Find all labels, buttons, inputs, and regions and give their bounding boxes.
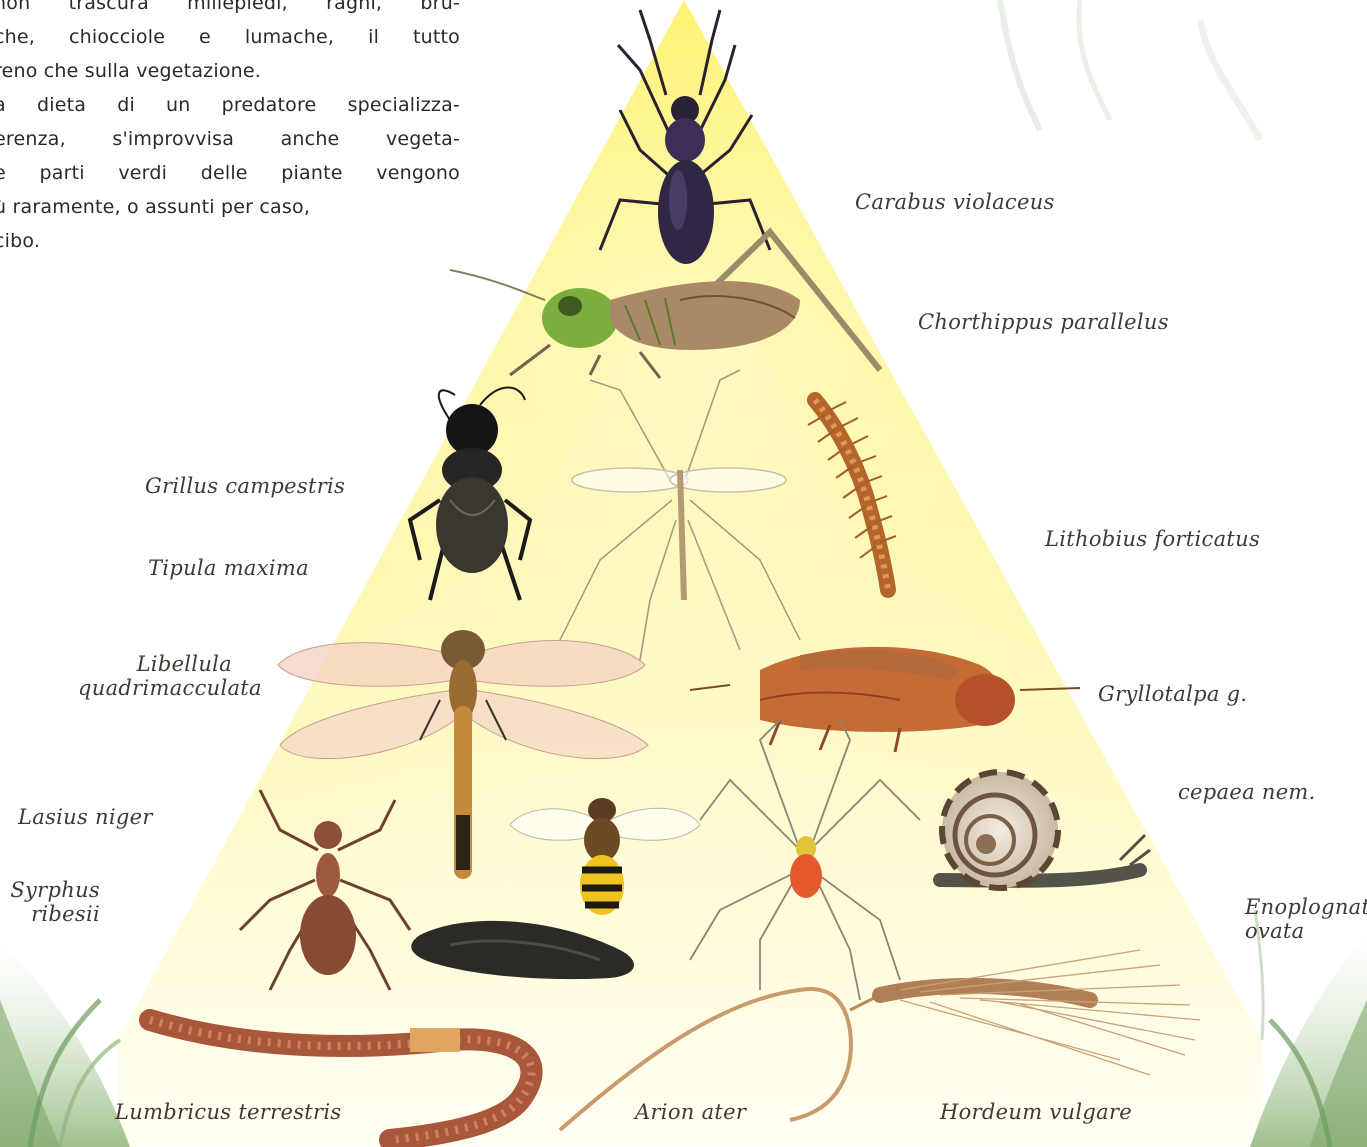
label-lithobius-forticatus: Lithobius forticatus	[1045, 527, 1260, 551]
intro-line: reno che sulla vegetazione.	[0, 54, 460, 88]
intro-paragraph: non trascura millepiedi, ragni, bru- che…	[0, 0, 460, 258]
label-enoplognata-ovata: Enoplognata ovata	[1245, 895, 1367, 943]
label-libellula-quadrimacculata: Libellula quadrimacculata	[78, 652, 232, 700]
label-syrphus-line-1: Syrphus	[8, 878, 100, 902]
label-enoplognata-line-2: ovata	[1245, 919, 1367, 943]
intro-line: erenza, s'improvvisa anche vegeta-	[0, 122, 460, 156]
intro-line: che, chiocciole e lumache, il tutto	[0, 20, 460, 54]
intro-line: e parti verdi delle piante vengono	[0, 156, 460, 190]
label-grillus-campestris: Grillus campestris	[145, 474, 345, 498]
label-cepaea-nemoralis: cepaea nem.	[1178, 780, 1316, 804]
intro-line: ù raramente, o assunti per caso,	[0, 190, 460, 224]
grass-bottom-right	[1250, 910, 1367, 1147]
label-syrphus-ribesii: Syrphus ribesii	[8, 878, 100, 926]
label-lasius-niger: Lasius niger	[18, 805, 153, 829]
label-arion-ater: Arion ater	[635, 1100, 746, 1124]
label-hordeum-vulgare: Hordeum vulgare	[940, 1100, 1132, 1124]
intro-line: cibo.	[0, 224, 460, 258]
label-libellula-line-2: quadrimacculata	[78, 676, 232, 700]
label-carabus-violaceus: Carabus violaceus	[855, 190, 1055, 214]
background-grass-top	[1000, 0, 1260, 140]
intro-line: a dieta di un predatore specializza-	[0, 88, 460, 122]
label-chorthippus-parallelus: Chorthippus parallelus	[918, 310, 1169, 334]
label-lumbricus-terrestris: Lumbricus terrestris	[115, 1100, 341, 1124]
label-enoplognata-line-1: Enoplognata	[1245, 895, 1367, 919]
label-gryllotalpa: Gryllotalpa g.	[1098, 682, 1247, 706]
label-libellula-line-1: Libellula	[78, 652, 232, 676]
label-tipula-maxima: Tipula maxima	[148, 556, 309, 580]
label-syrphus-line-2: ribesii	[8, 902, 100, 926]
grass-bottom-left	[0, 940, 130, 1147]
intro-line: non trascura millepiedi, ragni, bru-	[0, 0, 460, 20]
